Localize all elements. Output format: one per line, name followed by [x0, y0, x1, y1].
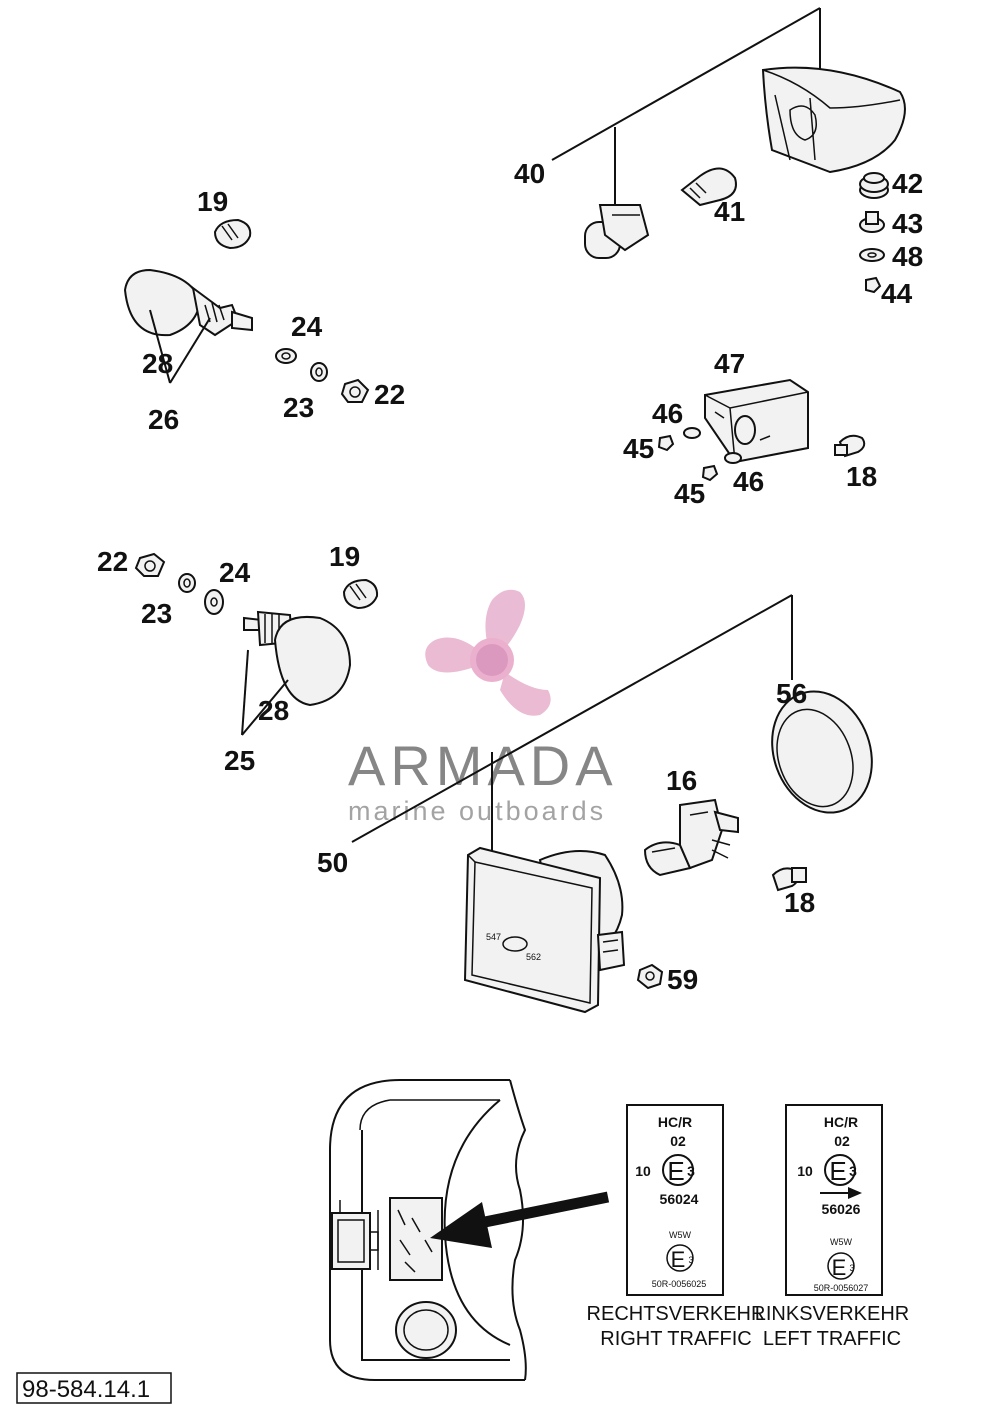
svg-text:50R-0056025: 50R-0056025: [652, 1279, 707, 1289]
callout-24: 24: [291, 311, 323, 342]
svg-text:W5W: W5W: [830, 1237, 853, 1247]
washer-24a: [275, 348, 297, 364]
callout-45: 45: [674, 478, 705, 509]
bulb-19a: [213, 218, 252, 250]
svg-text:3: 3: [688, 1255, 693, 1265]
washer-48: [859, 248, 885, 262]
callout-42: 42: [892, 168, 923, 199]
callout-28: 28: [142, 348, 173, 379]
callout-22: 22: [97, 546, 128, 577]
bulb-41: [680, 167, 737, 207]
svg-text:3: 3: [849, 1263, 854, 1273]
headlight-lens: [463, 846, 602, 1014]
callout-28: 28: [258, 695, 289, 726]
svg-text:HC/R: HC/R: [824, 1114, 858, 1130]
svg-text:547: 547: [486, 932, 501, 942]
callout-46: 46: [652, 398, 683, 429]
armada-watermark: ARMADA marine outboards: [348, 589, 618, 826]
svg-text:RECHTSVERKEHR: RECHTSVERKEHR: [587, 1303, 766, 1325]
grommet-42: [859, 172, 889, 199]
svg-text:3: 3: [687, 1163, 695, 1179]
callout-23: 23: [283, 392, 314, 423]
callout-48: 48: [892, 241, 923, 272]
callout-labels: 19 28 26 24 23 22 40 41 42 43 48 44 47 4…: [97, 158, 923, 995]
document-number: 98-584.14.1: [22, 1376, 150, 1403]
h4-bulb-16: [643, 798, 739, 877]
svg-text:3: 3: [849, 1163, 857, 1179]
callout-25: 25: [224, 745, 255, 776]
callout-44: 44: [881, 278, 913, 309]
svg-text:02: 02: [670, 1133, 686, 1149]
svg-text:10: 10: [635, 1163, 651, 1179]
bulb-19b: [342, 578, 379, 610]
tail-light-housing: [761, 66, 906, 174]
svg-text:E: E: [667, 1156, 684, 1186]
svg-text:562: 562: [526, 952, 541, 962]
approval-label-left: HC/R 02 10 E 3 56026 W5W E 3 50R-0056027…: [755, 1104, 910, 1350]
svg-text:W5W: W5W: [669, 1230, 692, 1240]
callout-59: 59: [667, 964, 698, 995]
svg-text:E: E: [671, 1247, 686, 1272]
approval-label-right: HC/R 02 10 E 3 56024 W5W E 3 50R-0056025…: [587, 1104, 766, 1350]
svg-text:56024: 56024: [660, 1191, 699, 1207]
bulb-18b: [771, 867, 807, 892]
callout-23: 23: [141, 598, 172, 629]
callout-46: 46: [733, 466, 764, 497]
callout-19: 19: [197, 186, 228, 217]
nut-45a: [657, 434, 675, 452]
tail-light-assembly: [551, 7, 906, 294]
lockwasher-23b: [178, 573, 196, 593]
bulb-18a: [834, 434, 866, 458]
indicator-lower: [134, 552, 379, 736]
svg-text:02: 02: [834, 1133, 850, 1149]
callout-16: 16: [666, 765, 697, 796]
svg-text:56026: 56026: [822, 1201, 861, 1217]
nut-45b: [701, 464, 719, 482]
callout-18: 18: [846, 461, 877, 492]
washer-46b: [724, 452, 742, 464]
callout-47: 47: [714, 348, 745, 379]
trim-ring-56: [771, 690, 873, 814]
svg-text:LINKSVERKEHR: LINKSVERKEHR: [755, 1303, 910, 1325]
callout-56: 56: [776, 678, 807, 709]
arrow-right-icon: [820, 1187, 862, 1199]
callout-45: 45: [623, 433, 654, 464]
headlight-assembly: 547 562: [351, 594, 873, 1014]
callout-50: 50: [317, 847, 348, 878]
propeller-logo-icon: [425, 589, 551, 716]
svg-text:E: E: [832, 1255, 847, 1280]
watermark-brand: ARMADA: [348, 734, 618, 797]
svg-text:HC/R: HC/R: [658, 1114, 692, 1130]
callout-19: 19: [329, 541, 360, 572]
svg-text:E: E: [829, 1156, 846, 1186]
callout-24: 24: [219, 557, 251, 588]
svg-text:RIGHT TRAFFIC: RIGHT TRAFFIC: [600, 1328, 751, 1350]
callout-40: 40: [514, 158, 545, 189]
svg-text:10: 10: [797, 1163, 813, 1179]
pointer-arrow: [430, 1191, 610, 1248]
washer-24b: [204, 589, 224, 615]
spacer-43: [859, 211, 885, 233]
headlight-detail-view: [329, 1079, 610, 1381]
nut-44: [865, 276, 882, 294]
callout-26: 26: [148, 404, 179, 435]
lockwasher-23a: [310, 362, 328, 382]
document-number-box: 98-584.14.1: [16, 1372, 172, 1404]
callout-43: 43: [892, 208, 923, 239]
indicator-upper: [123, 218, 370, 403]
screw-59: [636, 963, 664, 990]
callout-18: 18: [784, 887, 815, 918]
callout-41: 41: [714, 196, 745, 227]
nut-22b: [134, 552, 166, 577]
svg-text:LEFT TRAFFIC: LEFT TRAFFIC: [763, 1328, 901, 1350]
bulb-socket: [584, 204, 650, 259]
callout-22: 22: [374, 379, 405, 410]
washer-46a: [683, 427, 701, 439]
license-light-assembly: [657, 378, 866, 482]
indicator-lens-upper: [123, 268, 202, 337]
svg-text:50R-0056027: 50R-0056027: [814, 1283, 869, 1293]
indicator-lens-lower: [273, 616, 352, 707]
nut-22a: [340, 378, 370, 403]
